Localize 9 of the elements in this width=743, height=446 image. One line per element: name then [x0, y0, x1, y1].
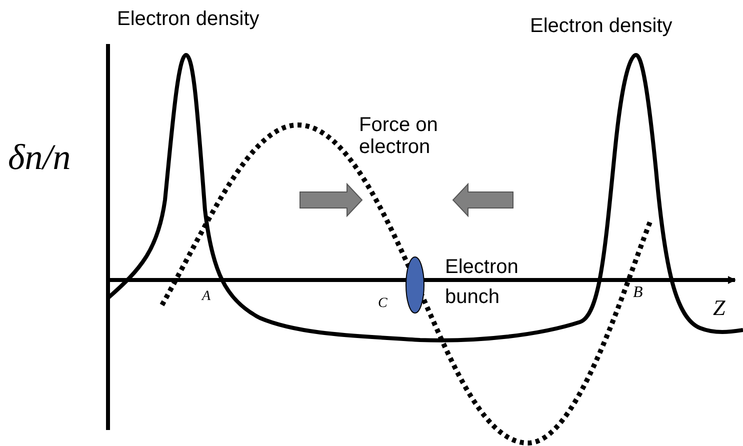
axis-label: Electron density [530, 15, 672, 37]
axis-label: δn/n [8, 138, 71, 178]
point-label: A [202, 289, 211, 304]
annotation-text: Force on electron [359, 114, 439, 158]
point-label: B [633, 284, 643, 302]
point-label: C [378, 296, 388, 312]
axis-label: Electron density [117, 8, 260, 30]
axis-label: Z [713, 296, 726, 320]
annotation-text: Electron bunch [445, 255, 520, 310]
